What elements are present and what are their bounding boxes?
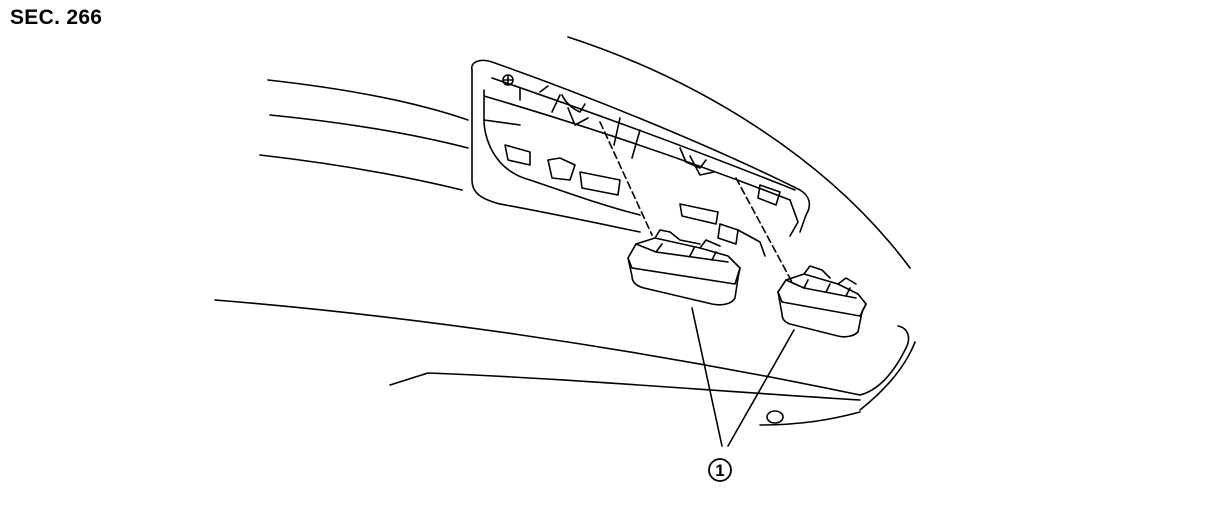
alignment-lines bbox=[599, 121, 793, 283]
finisher-panel bbox=[470, 59, 811, 257]
leader-lines bbox=[691, 307, 795, 447]
screw-icon bbox=[502, 74, 514, 86]
callout-1: 1 bbox=[708, 458, 732, 482]
license-plate-lamp-right bbox=[777, 265, 867, 338]
body-contour-lines bbox=[214, 79, 916, 426]
section-label: SEC. 266 bbox=[10, 6, 103, 29]
bumper-hole bbox=[766, 410, 784, 424]
license-plate-lamp-left bbox=[627, 229, 741, 306]
trunk-lid-outline bbox=[567, 36, 911, 269]
callout-number: 1 bbox=[715, 461, 724, 480]
